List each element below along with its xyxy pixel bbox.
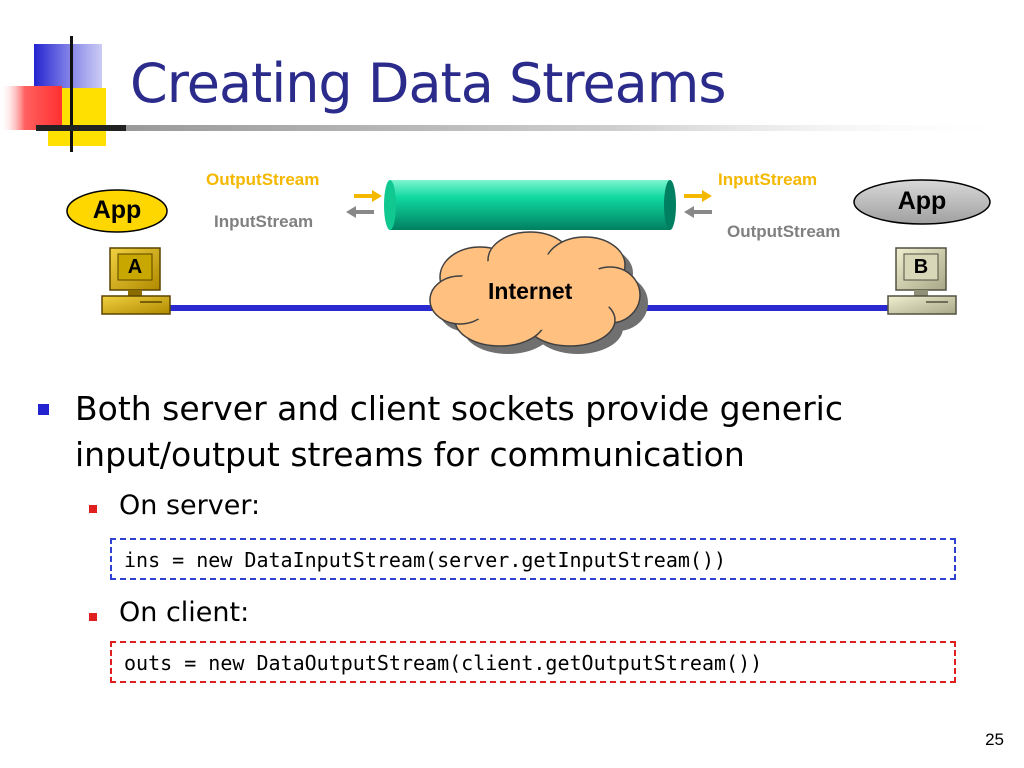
ornament-red-bar	[0, 86, 62, 130]
server-bullet-icon	[89, 505, 97, 513]
page-title: Creating Data Streams	[130, 52, 726, 115]
left-app-label: App	[92, 196, 142, 224]
right-output-arrow	[684, 206, 712, 218]
computer-a-label: A	[127, 256, 143, 278]
server-label: On server:	[119, 490, 261, 521]
left-app-ellipse	[66, 189, 168, 233]
internet-label: Internet	[488, 278, 573, 304]
computer-a-icon	[101, 247, 171, 315]
bullet-square-icon	[38, 404, 49, 415]
right-app-label: App	[897, 187, 947, 215]
main-bullet-line-2: input/output streams for communication	[75, 435, 745, 474]
right-app-ellipse	[853, 179, 991, 225]
right-input-arrow	[684, 190, 712, 202]
page-number: 25	[985, 730, 1004, 749]
title-ornament	[0, 36, 1024, 152]
left-input-stream-label: InputStream	[214, 212, 314, 231]
left-output-arrow	[354, 190, 382, 202]
server-code-box: ins = new DataInputStream(server.getInpu…	[110, 538, 956, 580]
title-underline	[36, 125, 1024, 131]
left-input-arrow	[346, 206, 374, 218]
client-label: On client:	[119, 597, 250, 628]
right-input-stream-label: InputStream	[718, 170, 818, 189]
network-diagram	[66, 179, 991, 354]
stream-pipe	[384, 180, 676, 230]
left-output-stream-label: OutputStream	[206, 170, 320, 189]
client-bullet-icon	[89, 613, 97, 621]
main-bullet-line-1: Both server and client sockets provide g…	[75, 389, 843, 428]
computer-b-icon	[887, 247, 957, 315]
computer-b-label: B	[913, 256, 929, 278]
client-code-box: outs = new DataOutputStream(client.getOu…	[110, 641, 956, 683]
ornament-vertical-line	[70, 36, 73, 152]
right-output-stream-label: OutputStream	[727, 222, 841, 241]
